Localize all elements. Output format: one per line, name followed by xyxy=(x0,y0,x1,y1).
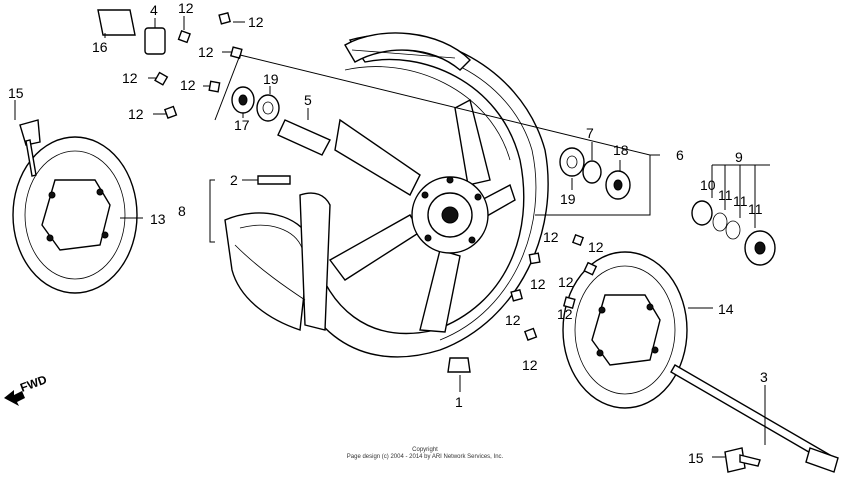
callout-19-upper: 19 xyxy=(263,71,279,87)
callout-2: 2 xyxy=(230,172,238,188)
callout-12: 12 xyxy=(557,306,573,322)
balance-weight xyxy=(447,357,471,373)
callout-7: 7 xyxy=(586,125,594,141)
callout-14: 14 xyxy=(718,301,734,317)
valve-2 xyxy=(257,175,291,185)
callout-12: 12 xyxy=(198,44,214,60)
spacer xyxy=(277,119,331,156)
snap-ring xyxy=(582,160,602,184)
callout-15-bottom: 15 xyxy=(688,450,704,466)
callout-11: 11 xyxy=(748,201,763,217)
valve-stem xyxy=(97,9,136,36)
copyright-notice: Page design (c) 2004 - 2014 by ARI Netwo… xyxy=(347,454,504,460)
brake-disc-right xyxy=(562,251,688,409)
assembly-6-bracket xyxy=(239,54,651,216)
leader-lines xyxy=(14,16,766,458)
fwd-label: FWD xyxy=(18,372,49,395)
callout-11: 11 xyxy=(733,193,748,209)
axle xyxy=(670,364,839,473)
callout-12: 12 xyxy=(180,77,196,93)
callout-8: 8 xyxy=(178,203,186,219)
callout-12: 12 xyxy=(248,14,264,30)
callout-6: 6 xyxy=(676,147,684,163)
collar xyxy=(144,27,166,55)
callout-16: 16 xyxy=(92,39,108,55)
callout-labels: 15 16 4 12 12 12 12 12 12 19 5 17 2 8 13… xyxy=(8,0,768,466)
callout-9: 9 xyxy=(735,149,743,165)
callout-12: 12 xyxy=(530,276,546,292)
tire-section xyxy=(224,192,331,331)
callout-4: 4 xyxy=(150,2,158,18)
callout-12: 12 xyxy=(543,229,559,245)
callout-18: 18 xyxy=(613,142,629,158)
callout-12: 12 xyxy=(178,0,194,16)
callout-12: 12 xyxy=(588,239,604,255)
callout-15-left: 15 xyxy=(8,85,24,101)
callout-3: 3 xyxy=(760,369,768,385)
fwd-indicator: FWD xyxy=(4,372,49,406)
seal-19-upper xyxy=(256,94,280,122)
callout-10: 10 xyxy=(700,177,716,193)
seal-19-lower xyxy=(559,147,585,177)
callout-13: 13 xyxy=(150,211,166,227)
callout-5: 5 xyxy=(304,92,312,108)
brake-disc-left xyxy=(12,136,138,294)
speedometer-gear-parts xyxy=(691,200,776,266)
wheel-rim xyxy=(289,32,549,358)
nut-shapes xyxy=(154,11,598,341)
callout-19-lower: 19 xyxy=(560,191,576,207)
callout-12: 12 xyxy=(522,357,538,373)
callout-12: 12 xyxy=(505,312,521,328)
callout-12: 12 xyxy=(128,106,144,122)
bolt-bottom xyxy=(724,447,761,473)
callout-17: 17 xyxy=(234,117,250,133)
assembly-8-bracket xyxy=(209,179,215,243)
callout-12: 12 xyxy=(122,70,138,86)
callout-11: 11 xyxy=(718,187,733,203)
copyright-title: Copyright xyxy=(412,447,438,453)
bolt-left xyxy=(19,119,41,177)
callout-1: 1 xyxy=(455,394,463,410)
callout-12: 12 xyxy=(558,274,574,290)
